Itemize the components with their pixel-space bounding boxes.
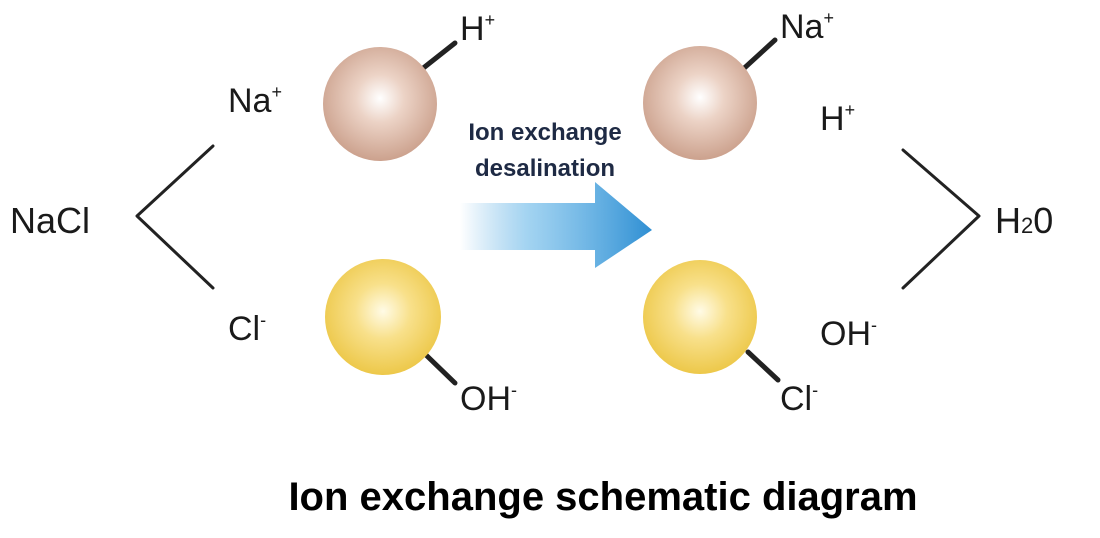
product-anion: OH- <box>820 315 877 353</box>
product-cation: H+ <box>820 100 855 138</box>
reactant-brace <box>135 144 215 290</box>
reactant-compound: NaCl <box>10 200 90 241</box>
anion-resin-bond-after <box>745 349 781 383</box>
resin-before-anion-ion: OH- <box>460 380 517 418</box>
resin-after-anion-ion: Cl- <box>780 380 818 418</box>
process-label-line1: Ion exchange <box>468 119 621 146</box>
product-brace <box>901 148 981 290</box>
cation-resin-bond-after <box>737 37 778 75</box>
product-compound: H20 <box>995 200 1053 241</box>
reactant-cation: Na+ <box>228 82 282 120</box>
anion-resin-bond-before <box>423 352 458 386</box>
process-label-line2: desalination <box>475 155 615 182</box>
cation-resin-bead-before <box>323 47 437 161</box>
resin-after-cation-ion: Na+ <box>780 8 834 46</box>
cation-resin-bead-after <box>643 46 757 160</box>
reactant-anion: Cl- <box>228 310 266 348</box>
anion-resin-bead-before <box>325 259 441 375</box>
process-arrow <box>460 182 652 268</box>
anion-resin-bead-after <box>643 260 757 374</box>
diagram-title: Ion exchange schematic diagram <box>288 475 917 519</box>
resin-before-cation-ion: H+ <box>460 10 495 48</box>
